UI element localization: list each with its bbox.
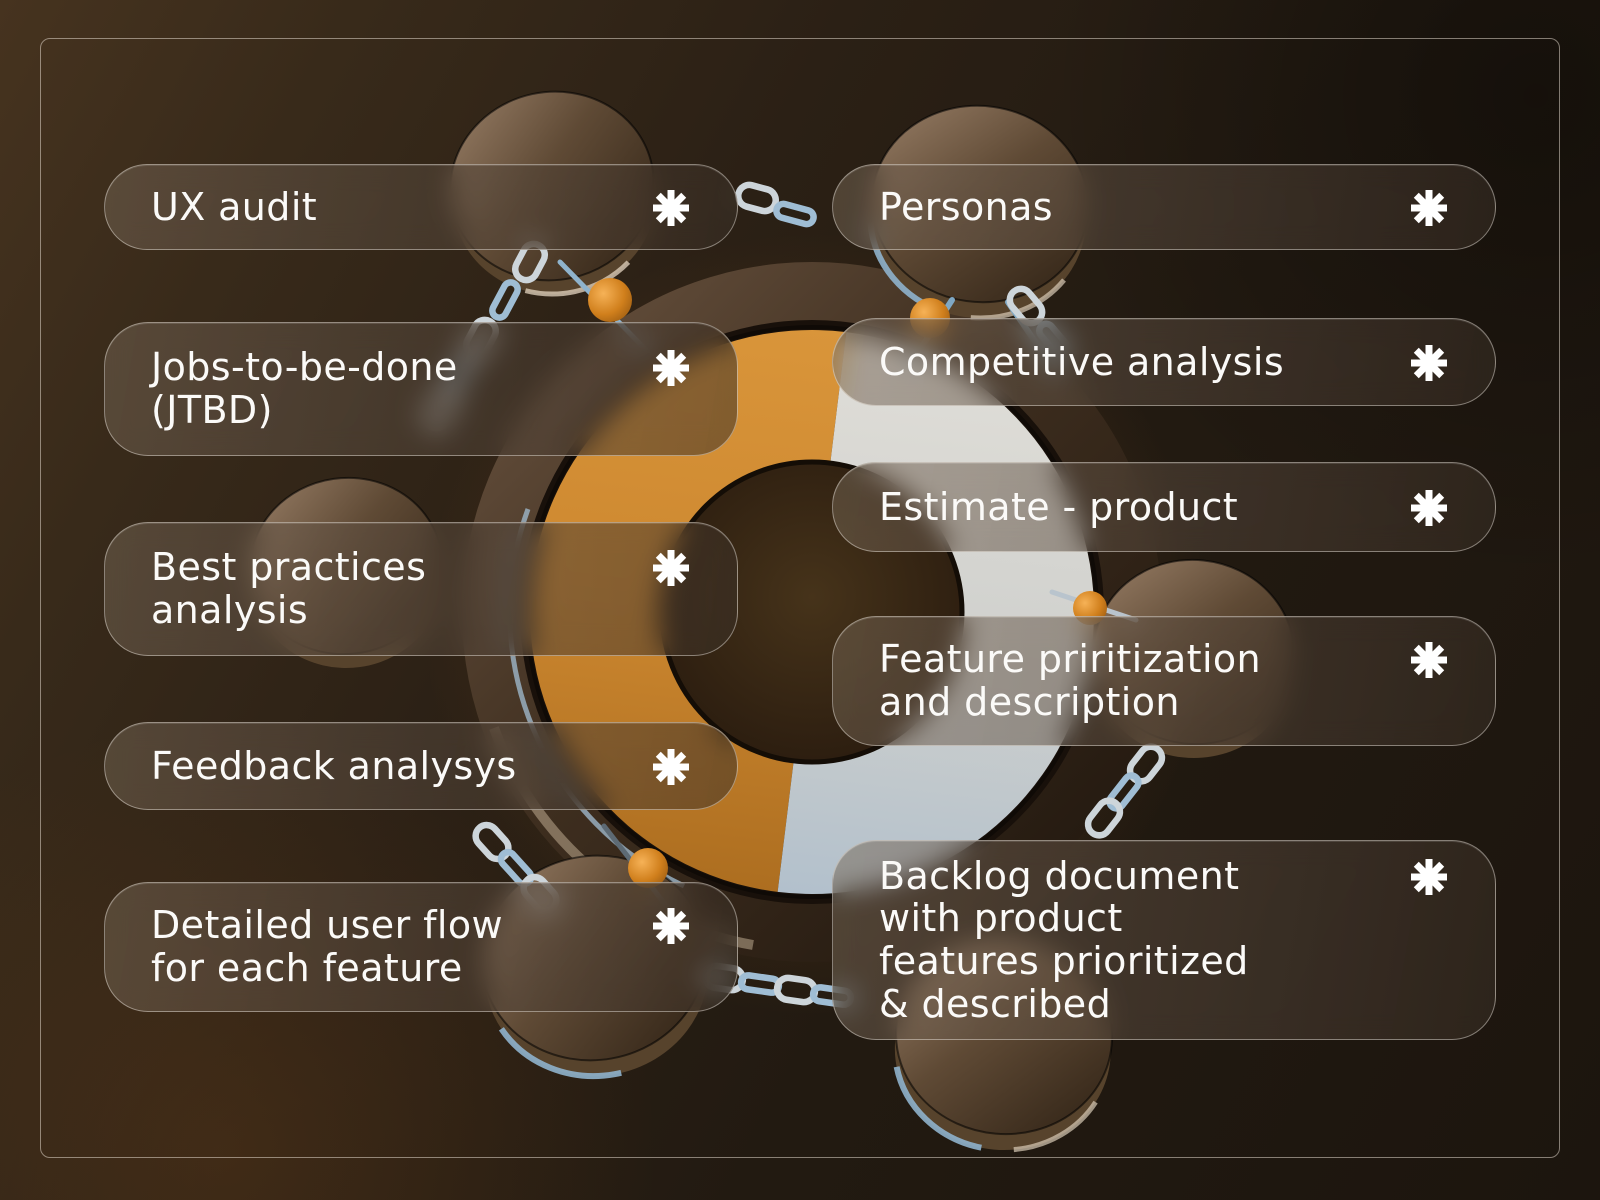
- card-label: Feedback analysys: [151, 743, 517, 788]
- card-label: Jobs-to-be-done (JTBD): [151, 345, 458, 432]
- asterisk-icon: [653, 908, 689, 945]
- card-label: Backlog document with product features p…: [879, 853, 1249, 1026]
- asterisk-icon: [653, 350, 689, 387]
- asterisk-icon: [1411, 642, 1447, 679]
- card-personas: Personas: [832, 164, 1496, 250]
- asterisk-icon: [1411, 189, 1447, 226]
- card-backlog-document: Backlog document with product features p…: [832, 840, 1496, 1040]
- card-jobs-to-be-done: Jobs-to-be-done (JTBD): [104, 322, 738, 456]
- asterisk-icon: [1411, 344, 1447, 381]
- asterisk-icon: [1411, 489, 1447, 526]
- card-ux-audit: UX audit: [104, 164, 738, 250]
- card-label: Feature priritization and description: [879, 637, 1262, 724]
- asterisk-icon: [653, 550, 689, 587]
- card-label: UX audit: [151, 184, 318, 229]
- card-label: Estimate - product: [879, 484, 1239, 529]
- card-estimate-product: Estimate - product: [832, 462, 1496, 552]
- card-feedback-analysis: Feedback analysys: [104, 722, 738, 810]
- asterisk-icon: [653, 189, 689, 226]
- card-best-practices-analysis: Best practices analysis: [104, 522, 738, 656]
- card-label: Personas: [879, 184, 1053, 229]
- asterisk-icon: [653, 748, 689, 785]
- card-label: Competitive analysis: [879, 339, 1285, 384]
- card-detailed-user-flow: Detailed user flow for each feature: [104, 882, 738, 1012]
- card-label: Detailed user flow for each feature: [151, 903, 503, 990]
- card-label: Best practices analysis: [151, 545, 427, 632]
- card-feature-prioritization: Feature priritization and description: [832, 616, 1496, 746]
- asterisk-icon: [1411, 858, 1447, 895]
- card-competitive-analysis: Competitive analysis: [832, 318, 1496, 406]
